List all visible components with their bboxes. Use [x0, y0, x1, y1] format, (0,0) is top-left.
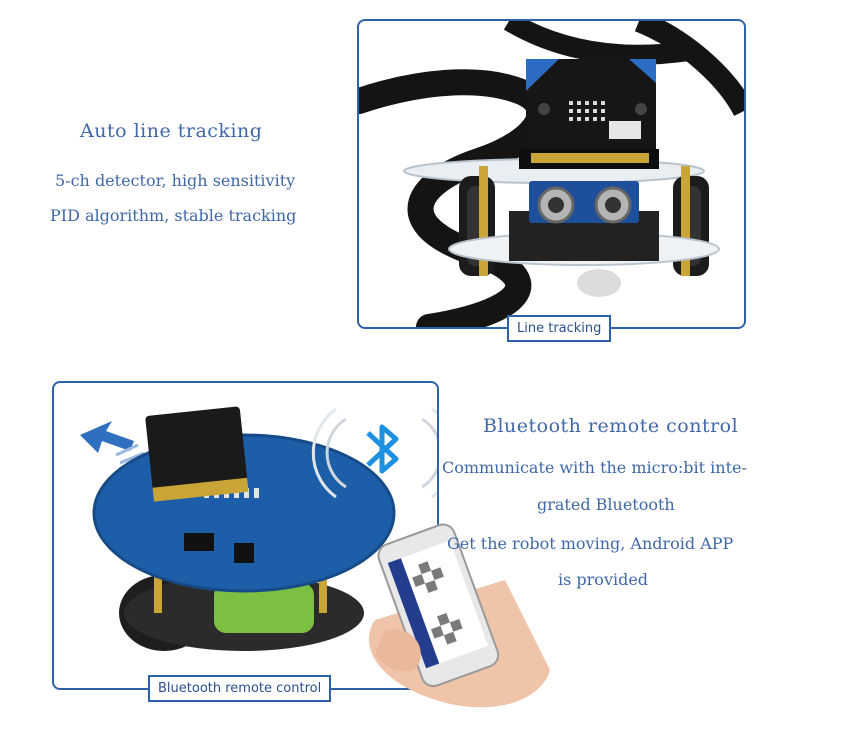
direction-arrow-icon — [80, 421, 145, 465]
section2-line-2: grated Bluetooth — [537, 495, 675, 514]
line-tracking-image — [357, 19, 746, 329]
line-tracking-label: Line tracking — [507, 315, 612, 342]
section2-heading: Bluetooth remote control — [483, 415, 739, 437]
section1-line-2: PID algorithm, stable tracking — [50, 206, 297, 225]
section2-line-3: Get the robot moving, Android APP — [447, 534, 734, 553]
bluetooth-label: Bluetooth remote control — [148, 675, 332, 702]
bluetooth-icon — [366, 424, 399, 474]
bluetooth-robot-illustration — [80, 406, 437, 651]
phone-app-illustration — [368, 523, 550, 708]
section1-heading: Auto line tracking — [80, 120, 263, 142]
section2-line-4: is provided — [558, 570, 649, 589]
bluetooth-image — [52, 381, 439, 690]
section2-line-1: Communicate with the micro:bit inte- — [442, 458, 747, 477]
section1-line-1: 5-ch detector, high sensitivity — [55, 171, 296, 190]
line-tracking-robot-illustration — [359, 21, 744, 327]
